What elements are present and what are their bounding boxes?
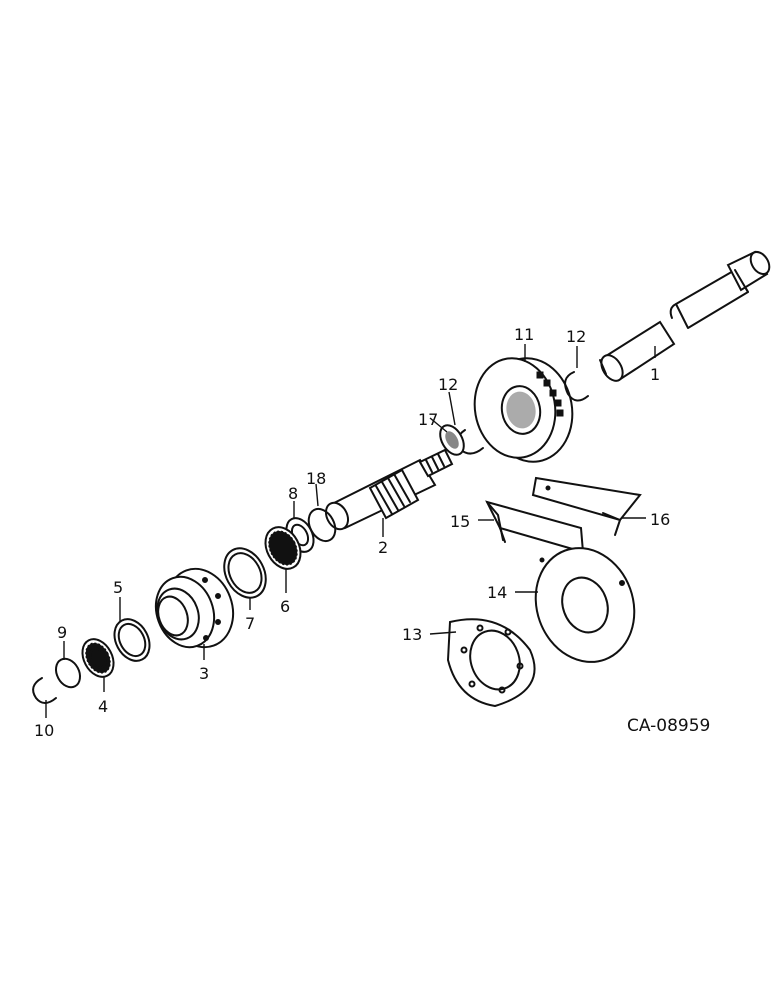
part-2-pinion-shaft <box>324 448 454 531</box>
drawing-reference: CA-08959 <box>627 716 710 736</box>
callout-13: 13 <box>402 625 422 644</box>
callout-8: 8 <box>288 484 298 503</box>
callout-14: 14 <box>487 583 507 602</box>
part-4-bearing-cone <box>81 638 115 678</box>
callout-12-lower: 12 <box>438 375 458 394</box>
part-17-bearing <box>439 424 465 456</box>
callout-4: 4 <box>98 697 108 716</box>
part-16-shield-bracket <box>531 476 642 536</box>
callout-9: 9 <box>57 623 67 642</box>
callout-10: 10 <box>34 721 54 740</box>
callout-6: 6 <box>280 597 290 616</box>
part-15-shield-bracket <box>485 500 585 554</box>
callout-2: 2 <box>378 538 388 557</box>
part-14-round-shield <box>534 547 636 663</box>
callout-18: 18 <box>306 469 326 488</box>
part-6-bearing-cone <box>264 526 302 570</box>
callout-12-upper: 12 <box>566 327 586 346</box>
part-13-mounting-plate <box>446 618 536 708</box>
part-9-washer <box>55 657 81 689</box>
part-3-carrier-housing <box>154 567 235 649</box>
callout-17: 17 <box>418 410 438 429</box>
callout-15: 15 <box>450 512 470 531</box>
callout-5: 5 <box>113 578 123 597</box>
leader-lines <box>45 344 656 718</box>
callout-16: 16 <box>650 510 670 529</box>
callout-11: 11 <box>514 325 534 344</box>
callout-3: 3 <box>199 664 209 683</box>
callout-1: 1 <box>650 365 660 384</box>
part-5-bearing-cup <box>113 618 151 662</box>
part-7-bearing-cup <box>223 547 267 599</box>
part-10-snap-ring <box>32 677 57 704</box>
part-12-snap-ring-upper <box>564 371 589 402</box>
callout-7: 7 <box>245 614 255 633</box>
part-11-gear-hub <box>473 357 574 463</box>
part-1-shaft <box>599 250 771 382</box>
